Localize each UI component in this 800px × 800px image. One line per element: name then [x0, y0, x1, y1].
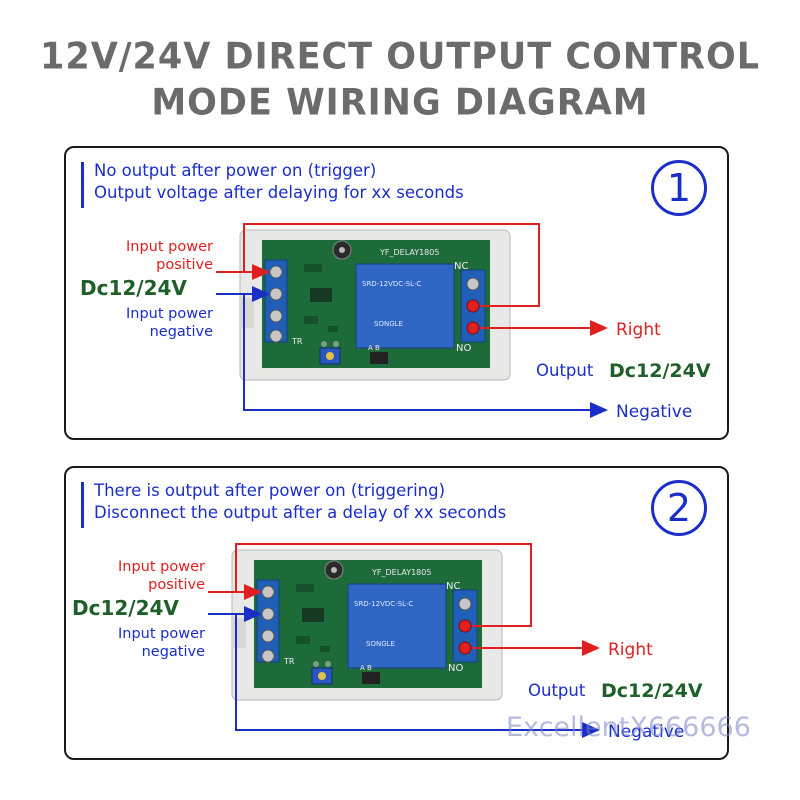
page-title: 12V/24V DIRECT OUTPUT CONTROL MODE WIRIN… — [0, 34, 800, 126]
input-negative-label-2: negative — [150, 324, 213, 340]
wiring-diagram: YF_DELAY1805 TR SRD-12VDC-SL-C SONGLE A … — [72, 543, 703, 742]
mode-description: No output after power on (trigger) Outpu… — [94, 160, 464, 204]
positive-loop-wire — [243, 223, 540, 307]
description-line-2: Output voltage after delaying for xx sec… — [94, 183, 464, 202]
wiring-panel-2: There is output after power on (triggeri… — [64, 466, 729, 760]
terminal-label-tr: TR — [291, 337, 303, 346]
input-negative-label-1: Input power — [126, 306, 213, 322]
description-line-1: No output after power on (trigger) — [94, 161, 377, 180]
mode-description: There is output after power on (triggeri… — [94, 480, 506, 524]
output-voltage-label: Dc12/24V — [601, 680, 703, 702]
description-line-1: There is output after power on (triggeri… — [94, 481, 446, 500]
title-line-2: MODE WIRING DIAGRAM — [151, 82, 649, 125]
description-line-2: Disconnect the output after a delay of x… — [94, 503, 507, 522]
output-voltage-label: Dc12/24V — [609, 360, 711, 382]
input-positive-label-2: positive — [156, 257, 213, 273]
enclosure-mount-tab-left — [240, 298, 254, 328]
watermark-text: ExcellentX666666 — [506, 712, 751, 743]
negative-output-label: Negative — [608, 722, 684, 742]
input-positive-label-2: positive — [148, 577, 205, 593]
relay-icon — [355, 263, 455, 349]
board-label: YF_DELAY1805 — [379, 248, 439, 257]
output-word-label: Output — [536, 361, 594, 380]
negative-output-wire — [243, 294, 608, 418]
input-positive-label-1: Input power — [126, 239, 213, 255]
board-label: YF_DELAY1805 — [371, 568, 431, 577]
enclosure-mount-tab-left — [232, 618, 246, 648]
pcb-components — [296, 584, 331, 667]
input-positive-label-1: Input power — [118, 559, 205, 575]
jumper-ab-label: A B — [360, 664, 372, 672]
right-output-label: Right — [608, 640, 653, 660]
title-line-1: 12V/24V DIRECT OUTPUT CONTROL — [39, 35, 761, 78]
contact-no-label: NO — [456, 343, 471, 354]
jumper-pins — [362, 672, 380, 684]
wiring-panel-1: No output after power on (trigger) Outpu… — [64, 146, 729, 440]
jumper-ab-label: A B — [368, 344, 380, 352]
terminal-label-tr: TR — [283, 657, 295, 666]
pcb-components — [304, 264, 339, 347]
wiring-diagram: YF_DELAY1805 TR SRD-12VDC-SL-C SONGLE A … — [80, 223, 711, 422]
relay-model: SRD-12VDC-SL-C — [362, 280, 421, 288]
positive-loop-wire — [235, 543, 532, 627]
mode-number-badge: 1 — [651, 160, 707, 216]
relay-brand: SONGLE — [366, 640, 395, 648]
description-accent-bar — [81, 482, 84, 528]
contact-nc-label: NC — [446, 581, 460, 592]
supply-voltage-label: Dc12/24V — [80, 276, 187, 300]
negative-output-wire — [235, 614, 600, 738]
relay-model: SRD-12VDC-SL-C — [354, 600, 413, 608]
contact-nc-label: NC — [454, 261, 468, 272]
mode-number-badge: 2 — [651, 480, 707, 536]
input-negative-label-1: Input power — [118, 626, 205, 642]
relay-icon — [347, 583, 447, 669]
right-output-label: Right — [616, 320, 661, 340]
negative-output-label: Negative — [616, 402, 692, 422]
supply-voltage-label: Dc12/24V — [72, 596, 179, 620]
relay-brand: SONGLE — [374, 320, 403, 328]
jumper-pins — [370, 352, 388, 364]
input-negative-label-2: negative — [142, 644, 205, 660]
description-accent-bar — [81, 162, 84, 208]
output-word-label: Output — [528, 681, 586, 700]
contact-no-label: NO — [448, 663, 463, 674]
